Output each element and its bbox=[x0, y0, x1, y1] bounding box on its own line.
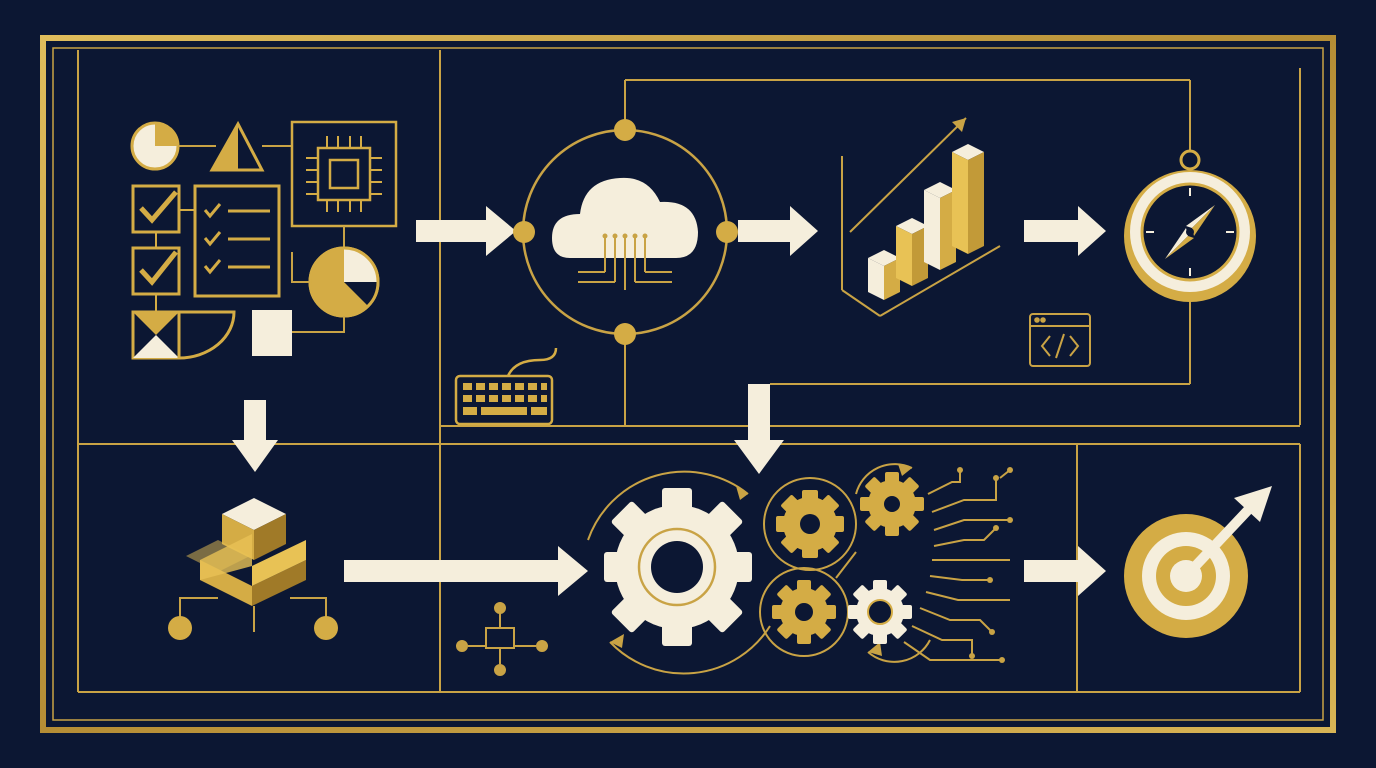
outer-border bbox=[40, 35, 1336, 733]
stacked-blocks-icon bbox=[186, 498, 306, 606]
keyboard-icon bbox=[454, 347, 558, 426]
cloud-network-icon bbox=[513, 119, 738, 345]
node-dot bbox=[168, 616, 192, 640]
gear-icon bbox=[848, 580, 912, 644]
gear-icon bbox=[763, 477, 857, 571]
arrow-planning-to-cloud bbox=[416, 206, 516, 256]
gear-icon bbox=[860, 472, 924, 536]
gear-icon bbox=[759, 567, 849, 657]
processor-chip-icon bbox=[290, 120, 398, 228]
node-dot bbox=[314, 616, 338, 640]
segmented-pie-icon bbox=[308, 246, 380, 318]
triangle-icon bbox=[209, 120, 265, 172]
arrow-planning-to-build bbox=[232, 400, 278, 472]
arrow-automation-to-goal bbox=[1024, 546, 1106, 596]
arrow-cloud-to-analytics bbox=[738, 206, 818, 256]
arrow-compass-to-automation bbox=[734, 384, 784, 474]
large-gear-icon bbox=[604, 488, 752, 646]
planning-cluster bbox=[130, 120, 398, 360]
circuit-traces-icon bbox=[903, 469, 1011, 661]
arrow-build-to-automation bbox=[344, 546, 588, 596]
network-node-icon bbox=[456, 602, 548, 676]
shapes-icon bbox=[131, 310, 292, 360]
clipboard-checklist-icon bbox=[193, 184, 281, 298]
compass-icon bbox=[1124, 149, 1256, 302]
frame bbox=[40, 35, 1336, 733]
automation-cluster bbox=[587, 463, 1013, 675]
pie-chart-icon bbox=[130, 121, 180, 171]
target-arrow-icon bbox=[1124, 486, 1272, 638]
bar-chart-growth-icon bbox=[841, 117, 1001, 317]
code-window-icon bbox=[1029, 313, 1091, 367]
checklist-icon bbox=[131, 184, 195, 312]
inner-border bbox=[52, 47, 1324, 721]
arrow-analytics-to-compass bbox=[1024, 206, 1106, 256]
